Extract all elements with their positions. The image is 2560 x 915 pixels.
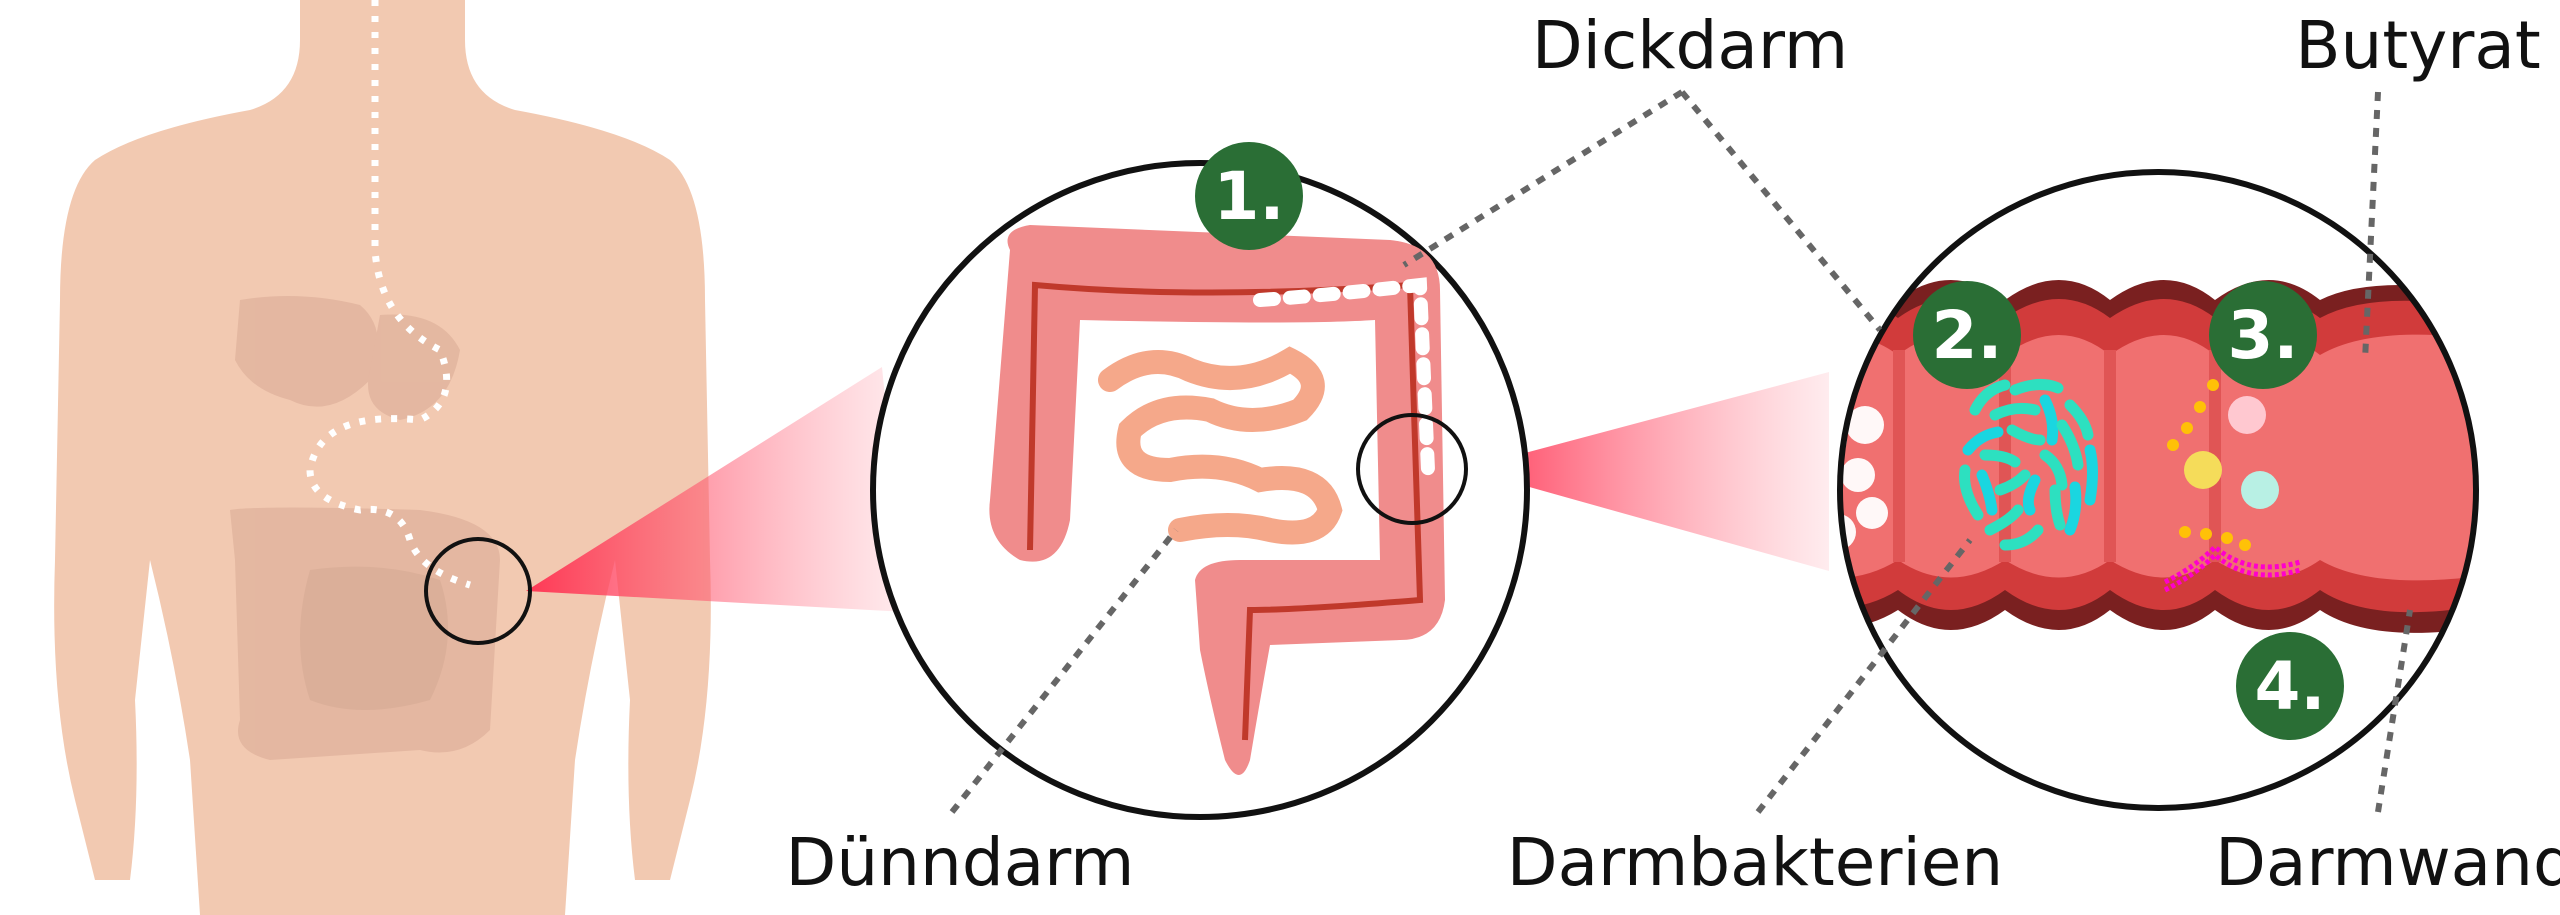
zoom-marker-body [424,537,532,645]
step-badge-3: 3. [2209,281,2317,389]
zoom-cone-2 [1465,372,1829,571]
bacteria [1959,379,2098,551]
leader-lines [949,89,2413,814]
label-darmwand: Darmwand [2215,824,2560,901]
zoom-marker-colon [1356,413,1468,525]
label-duenndarm: Dünndarm [786,824,1135,901]
small-intestine [1098,346,1343,545]
butyrate-particle [2184,451,2222,489]
step-number: 1. [1214,158,1285,235]
step-number: 2. [1932,297,2003,374]
organs [230,296,500,760]
colon-section-circle [1837,169,2479,811]
digestive-path [306,0,472,589]
step-badge-2: 2. [1913,281,2021,389]
large-intestine [989,225,1445,775]
step-badge-4: 4. [2236,632,2344,740]
label-butyrat: Butyrat [2295,7,2541,84]
zoom-cone-1 [526,367,906,612]
step-badge-1: 1. [1195,142,1303,250]
gut-wall-cells [2163,543,2301,593]
butyrate-molecules [2167,379,2251,551]
label-dickdarm: Dickdarm [1532,7,1848,84]
step-number: 4. [2255,648,2326,725]
step-number: 3. [2228,297,2299,374]
human-body-silhouette [54,0,711,915]
label-darmbakterien: Darmbakterien [1507,824,2003,901]
intestine-circle [870,160,1530,820]
